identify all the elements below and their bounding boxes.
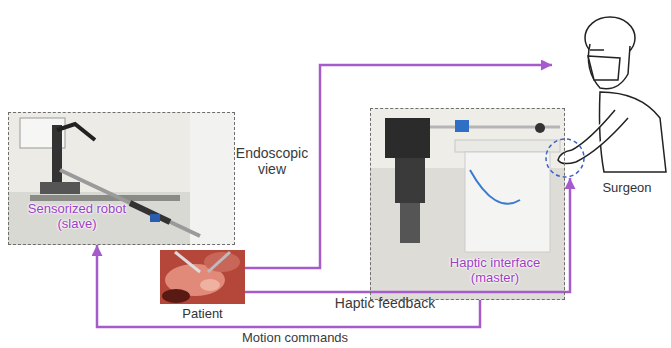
haptic-photo-part: [395, 158, 425, 203]
haptic-photo-part: [535, 123, 545, 133]
node-label: Haptic interface (master): [429, 255, 561, 285]
surgeon-figure-part: [558, 150, 576, 164]
robot-photo: [8, 112, 235, 245]
surgeon-figure: [546, 17, 666, 177]
patient-photo-part: [208, 252, 230, 272]
connector-arrow: [97, 245, 480, 327]
haptic-photo: [370, 108, 565, 300]
patient-photo-part: [175, 252, 200, 272]
surgeon-box: Surgeon: [552, 4, 666, 178]
edge-label: Haptic feedback: [330, 295, 440, 311]
haptic-photo-part: [400, 203, 420, 243]
surgeon-figure-part: [600, 92, 667, 172]
robot-photo-part: [150, 214, 160, 222]
surgeon-figure-part: [588, 44, 630, 89]
robot-photo-part: [8, 112, 235, 245]
edge-label: Motion commands: [225, 330, 365, 345]
surgeon-figure-part: [546, 139, 584, 177]
robot-photo-part: [52, 125, 62, 185]
robot-panel: Sensorized robot (slave): [8, 112, 235, 245]
haptic-panel: Haptic interface (master): [370, 108, 565, 300]
surgeon-figure-part: [588, 56, 620, 80]
patient-photo-part: [204, 252, 240, 272]
patient-photo-part: [200, 279, 220, 291]
patient-photo-part: [160, 250, 245, 304]
robot-photo-part: [57, 124, 95, 140]
haptic-photo-part: [455, 140, 560, 152]
robot-photo-part: [190, 112, 235, 245]
surgeon-figure-part: [572, 110, 615, 150]
haptic-photo-part: [470, 170, 520, 204]
patient-photo: [160, 250, 245, 304]
edge-label: Endoscopic view: [232, 145, 312, 177]
surgeon-figure-part: [590, 49, 604, 51]
node-label: Sensorized robot (slave): [13, 201, 141, 231]
patient-photo-part: [162, 289, 190, 303]
node-label: Patient: [150, 306, 255, 321]
node-label: Surgeon: [592, 180, 662, 195]
robot-photo-part: [40, 182, 80, 194]
haptic-photo-part: [385, 118, 430, 158]
robot-photo-part: [130, 203, 170, 222]
patient-photo-box: Patient: [160, 250, 245, 304]
robot-photo-part: [30, 195, 180, 201]
connector-arrow: [245, 65, 552, 268]
connector-arrow: [245, 178, 570, 292]
haptic-photo-part: [370, 108, 565, 300]
haptic-photo-part: [465, 152, 550, 252]
haptic-photo-part: [455, 120, 469, 132]
